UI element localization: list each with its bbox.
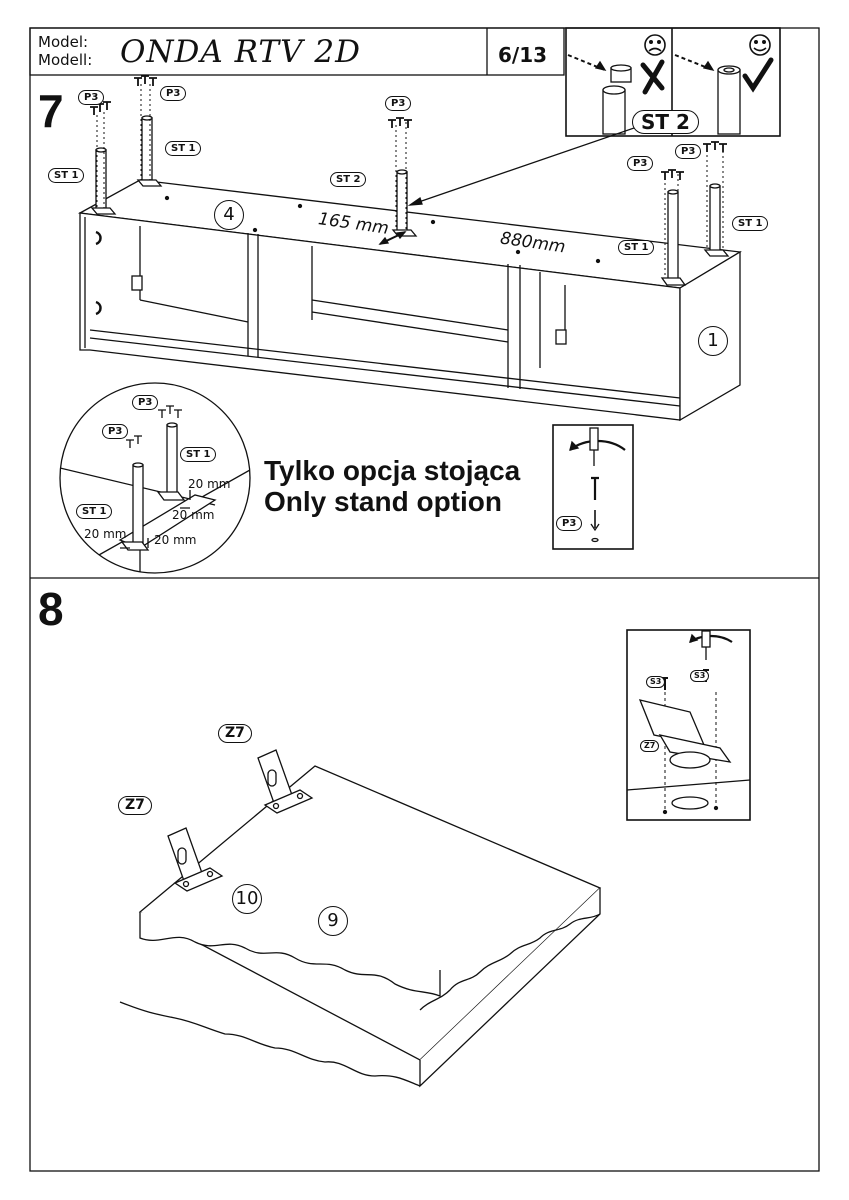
leg-st1-back-right [703,183,730,257]
header-box [29,27,565,76]
dimension-corner-a: 20 mm [188,477,231,491]
tag-st1: ST 1 [732,216,769,231]
tag-z7-detail: Z7 [640,740,660,752]
leg-st1-front-left [90,147,117,215]
tag-s3: S3 [646,676,666,688]
model-label-pl: Model: [38,33,89,51]
tag-p3: P3 [102,424,129,439]
hinge-z7-bottom [167,827,224,892]
note-polish: Tylko opcja stojąca [264,455,521,486]
tag-p3: P3 [160,86,187,101]
tag-st2-fit: ST 2 [632,110,699,134]
model-name: ONDA RTV 2D [120,34,361,70]
part-number-9: 9 [318,906,348,936]
model-label-de: Modell: [38,51,93,69]
tag-p3: P3 [78,90,105,105]
leg-st1-front-right [660,189,687,286]
leg-fit-box [565,27,781,137]
tag-p3: P3 [627,156,654,171]
part-number-4: 4 [214,200,244,230]
dimension-corner-b: 20 mm [172,508,215,522]
part-number-10: 10 [232,884,262,914]
tag-st1: ST 1 [618,240,655,255]
note-english: Only stand option [264,486,502,517]
tag-st1: ST 1 [165,141,202,156]
screws-p3 [90,75,727,180]
happy-face-icon [749,34,771,56]
tag-p3: P3 [385,96,412,111]
cross-mark-icon [640,59,665,95]
tag-st1: ST 1 [48,168,85,183]
dimension-corner-c: 20 mm [84,527,127,541]
tag-st1: ST 1 [180,447,217,462]
detail-circle [59,382,251,574]
hinge-screw-detail [626,630,751,815]
tag-s3: S3 [690,670,710,682]
sad-face-icon [644,34,666,56]
tag-st2: ST 2 [330,172,367,187]
tag-st1: ST 1 [76,504,113,519]
tag-z7: Z7 [218,724,252,743]
door-panel [119,765,602,1088]
model-label: Model: Modell: [38,33,92,69]
page-number: 6/13 [498,43,548,67]
dimension-corner-d: 20 mm [154,533,197,547]
part-number-1: 1 [698,326,728,356]
tag-z7: Z7 [118,796,152,815]
leg-st1-back-left [136,115,163,187]
screwdriver-icon [569,427,626,543]
tag-p3: P3 [675,144,702,159]
hinge-z7-top [257,749,314,814]
stand-option-note: Tylko opcja stojąca Only stand option [264,455,520,517]
hinge-detail-box [626,629,751,821]
step-number-8: 8 [38,583,64,635]
step-number-7: 7 [38,85,64,137]
screw-detail-box [552,424,634,550]
cabinet-drawing [77,179,742,422]
tag-p3: P3 [132,395,159,410]
check-mark-icon [742,57,774,93]
tag-p3: P3 [556,516,583,531]
